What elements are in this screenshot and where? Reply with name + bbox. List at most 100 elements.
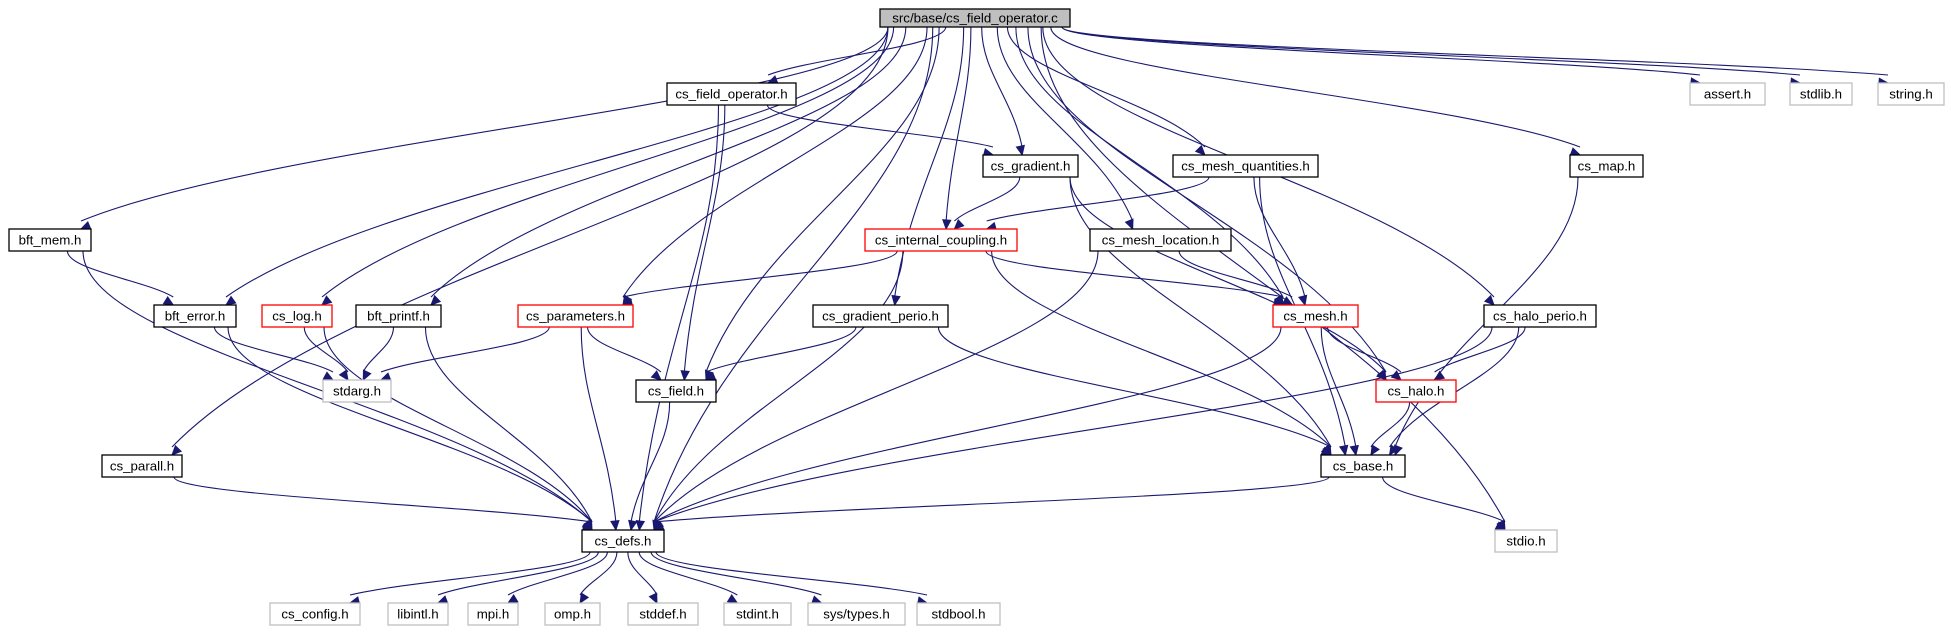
edge-line [985, 250, 1284, 298]
node-cs-gradient-perio-h[interactable]: cs_gradient_perio.h [812, 304, 949, 328]
edge-cs_halo_perio_h-to-cs_halo_h [1433, 326, 1526, 381]
edge-cs_mesh_location_h-to-cs_defs_h [653, 250, 1099, 531]
node-cs-map-h[interactable]: cs_map.h [1569, 154, 1644, 178]
node-box [1375, 379, 1457, 403]
node-box [153, 304, 237, 328]
edge-line [1050, 26, 1581, 148]
node-cs-field-operator-h[interactable]: cs_field_operator.h [666, 82, 797, 106]
node-label: stddef.h [639, 607, 686, 622]
edge-root-to-cs_mesh_location_h [996, 26, 1134, 231]
node-bft-printf-h[interactable]: bft_printf.h [355, 304, 442, 328]
node-cs-mesh-location-h[interactable]: cs_mesh_location.h [1089, 228, 1232, 252]
edge-cs_internal_coupling_h-to-cs_parameters_h [621, 250, 898, 308]
node-box [666, 82, 797, 106]
edge-arrowhead [942, 219, 952, 231]
node-label: omp.h [554, 607, 591, 622]
node-box [581, 529, 665, 553]
edge-line [227, 326, 593, 523]
edge-arrowhead [891, 294, 901, 307]
edge-line [1389, 326, 1520, 448]
node-label: stdint.h [736, 607, 779, 622]
edge-arrowhead [338, 369, 349, 382]
edge-arrowhead [1370, 444, 1380, 457]
edge-bft_error_h-to-stdarg_h [213, 326, 335, 381]
node-cs-mesh-quantities-h[interactable]: cs_mesh_quantities.h [1172, 154, 1319, 178]
node-label: mpi.h [477, 607, 510, 622]
edge-line [1382, 476, 1506, 523]
node-box [322, 379, 392, 403]
edge-line [653, 26, 934, 523]
node-cs-defs-h[interactable]: cs_defs.h [581, 529, 665, 553]
edge-line [1015, 26, 1284, 298]
node-box [879, 8, 1071, 28]
edge-cs_defs_h-to-mpi_h [506, 551, 608, 604]
node-cs-base-h[interactable]: cs_base.h [1320, 454, 1406, 478]
node-cs-internal-coupling-h[interactable]: cs_internal_coupling.h [864, 228, 1018, 252]
edge-line [650, 551, 822, 596]
node-label: cs_config.h [281, 607, 348, 622]
node-box [261, 304, 333, 328]
node-assert-h: assert.h [1689, 82, 1766, 106]
edge-root-to-cs_parall_h [171, 26, 889, 456]
node-cs-mesh-h[interactable]: cs_mesh.h [1272, 304, 1359, 328]
edge-arrowhead [362, 369, 372, 382]
node-box [1172, 154, 1319, 178]
node-omp-h: omp.h [544, 602, 601, 626]
node-box [723, 602, 792, 626]
node-box [916, 602, 1001, 626]
node-box [807, 602, 906, 626]
node-box [864, 228, 1018, 252]
node-box [517, 304, 634, 328]
edge-bft_printf_h-to-stdarg_h [362, 326, 395, 382]
edge-root-to-cs_gradient_h [981, 26, 1025, 157]
node-cs-halo-h[interactable]: cs_halo.h [1375, 379, 1457, 403]
node-label: cs_mesh.h [1283, 309, 1347, 324]
edge-cs_halo_h-to-cs_base_h [1370, 401, 1411, 457]
edge-cs_field_operator_h-to-cs_defs_h [635, 104, 720, 532]
node-bft-mem-h[interactable]: bft_mem.h [8, 228, 92, 252]
node-label: sys/types.h [823, 607, 890, 622]
node-box [355, 304, 442, 328]
edge-line [1040, 26, 1506, 523]
edge-line [705, 326, 857, 373]
edge-cs_base_h-to-cs_defs_h [652, 476, 1330, 534]
node-root[interactable]: src/base/cs_field_operator.c [879, 8, 1071, 28]
node-stdint-h: stdint.h [723, 602, 792, 626]
edge-arrowhead [162, 295, 175, 306]
node-cs-parall-h[interactable]: cs_parall.h [101, 454, 183, 478]
node-label: cs_parameters.h [526, 309, 625, 324]
edge-line [66, 250, 174, 298]
edge-line [996, 26, 1134, 222]
node-label: string.h [1889, 87, 1933, 102]
edge-arrowhead [171, 444, 183, 456]
edge-cs_defs_h-to-omp_h [579, 551, 618, 605]
edge-line [653, 326, 1493, 523]
edge-root-to-stdlib_h [1061, 26, 1802, 87]
node-cs-halo-perio-h[interactable]: cs_halo_perio.h [1483, 304, 1597, 328]
node-label: cs_field_operator.h [675, 87, 787, 102]
node-cs-field-h[interactable]: cs_field.h [635, 379, 717, 403]
edge-line [580, 326, 617, 523]
edge-line [627, 551, 658, 596]
edge-line [954, 176, 1021, 222]
edge-line [80, 26, 889, 222]
edge-cs_gradient_perio_h-to-cs_field_h [704, 326, 857, 381]
node-cs-log-h[interactable]: cs_log.h [261, 304, 333, 328]
edge-line [587, 326, 662, 373]
edge-line [653, 326, 1282, 523]
node-bft-error-h[interactable]: bft_error.h [153, 304, 237, 328]
node-cs-parameters-h[interactable]: cs_parameters.h [517, 304, 634, 328]
node-cs-gradient-h[interactable]: cs_gradient.h [982, 154, 1079, 178]
node-stdio-h: stdio.h [1494, 529, 1558, 553]
edge-cs_internal_coupling_h-to-cs_base_h [991, 250, 1332, 456]
node-label: cs_log.h [272, 309, 322, 324]
edge-cs_log_h-to-stdarg_h [303, 326, 349, 382]
node-label: src/base/cs_field_operator.c [892, 11, 1058, 26]
edge-cs_mesh_quantities_h-to-cs_internal_coupling_h [985, 176, 1210, 232]
node-label: cs_internal_coupling.h [875, 233, 1007, 248]
edge-bft_mem_h-to-bft_error_h [66, 250, 175, 306]
node-string-h: string.h [1877, 82, 1945, 106]
node-box [101, 454, 183, 478]
node-label: cs_mesh_quantities.h [1181, 159, 1310, 174]
edge-line [981, 26, 1023, 148]
